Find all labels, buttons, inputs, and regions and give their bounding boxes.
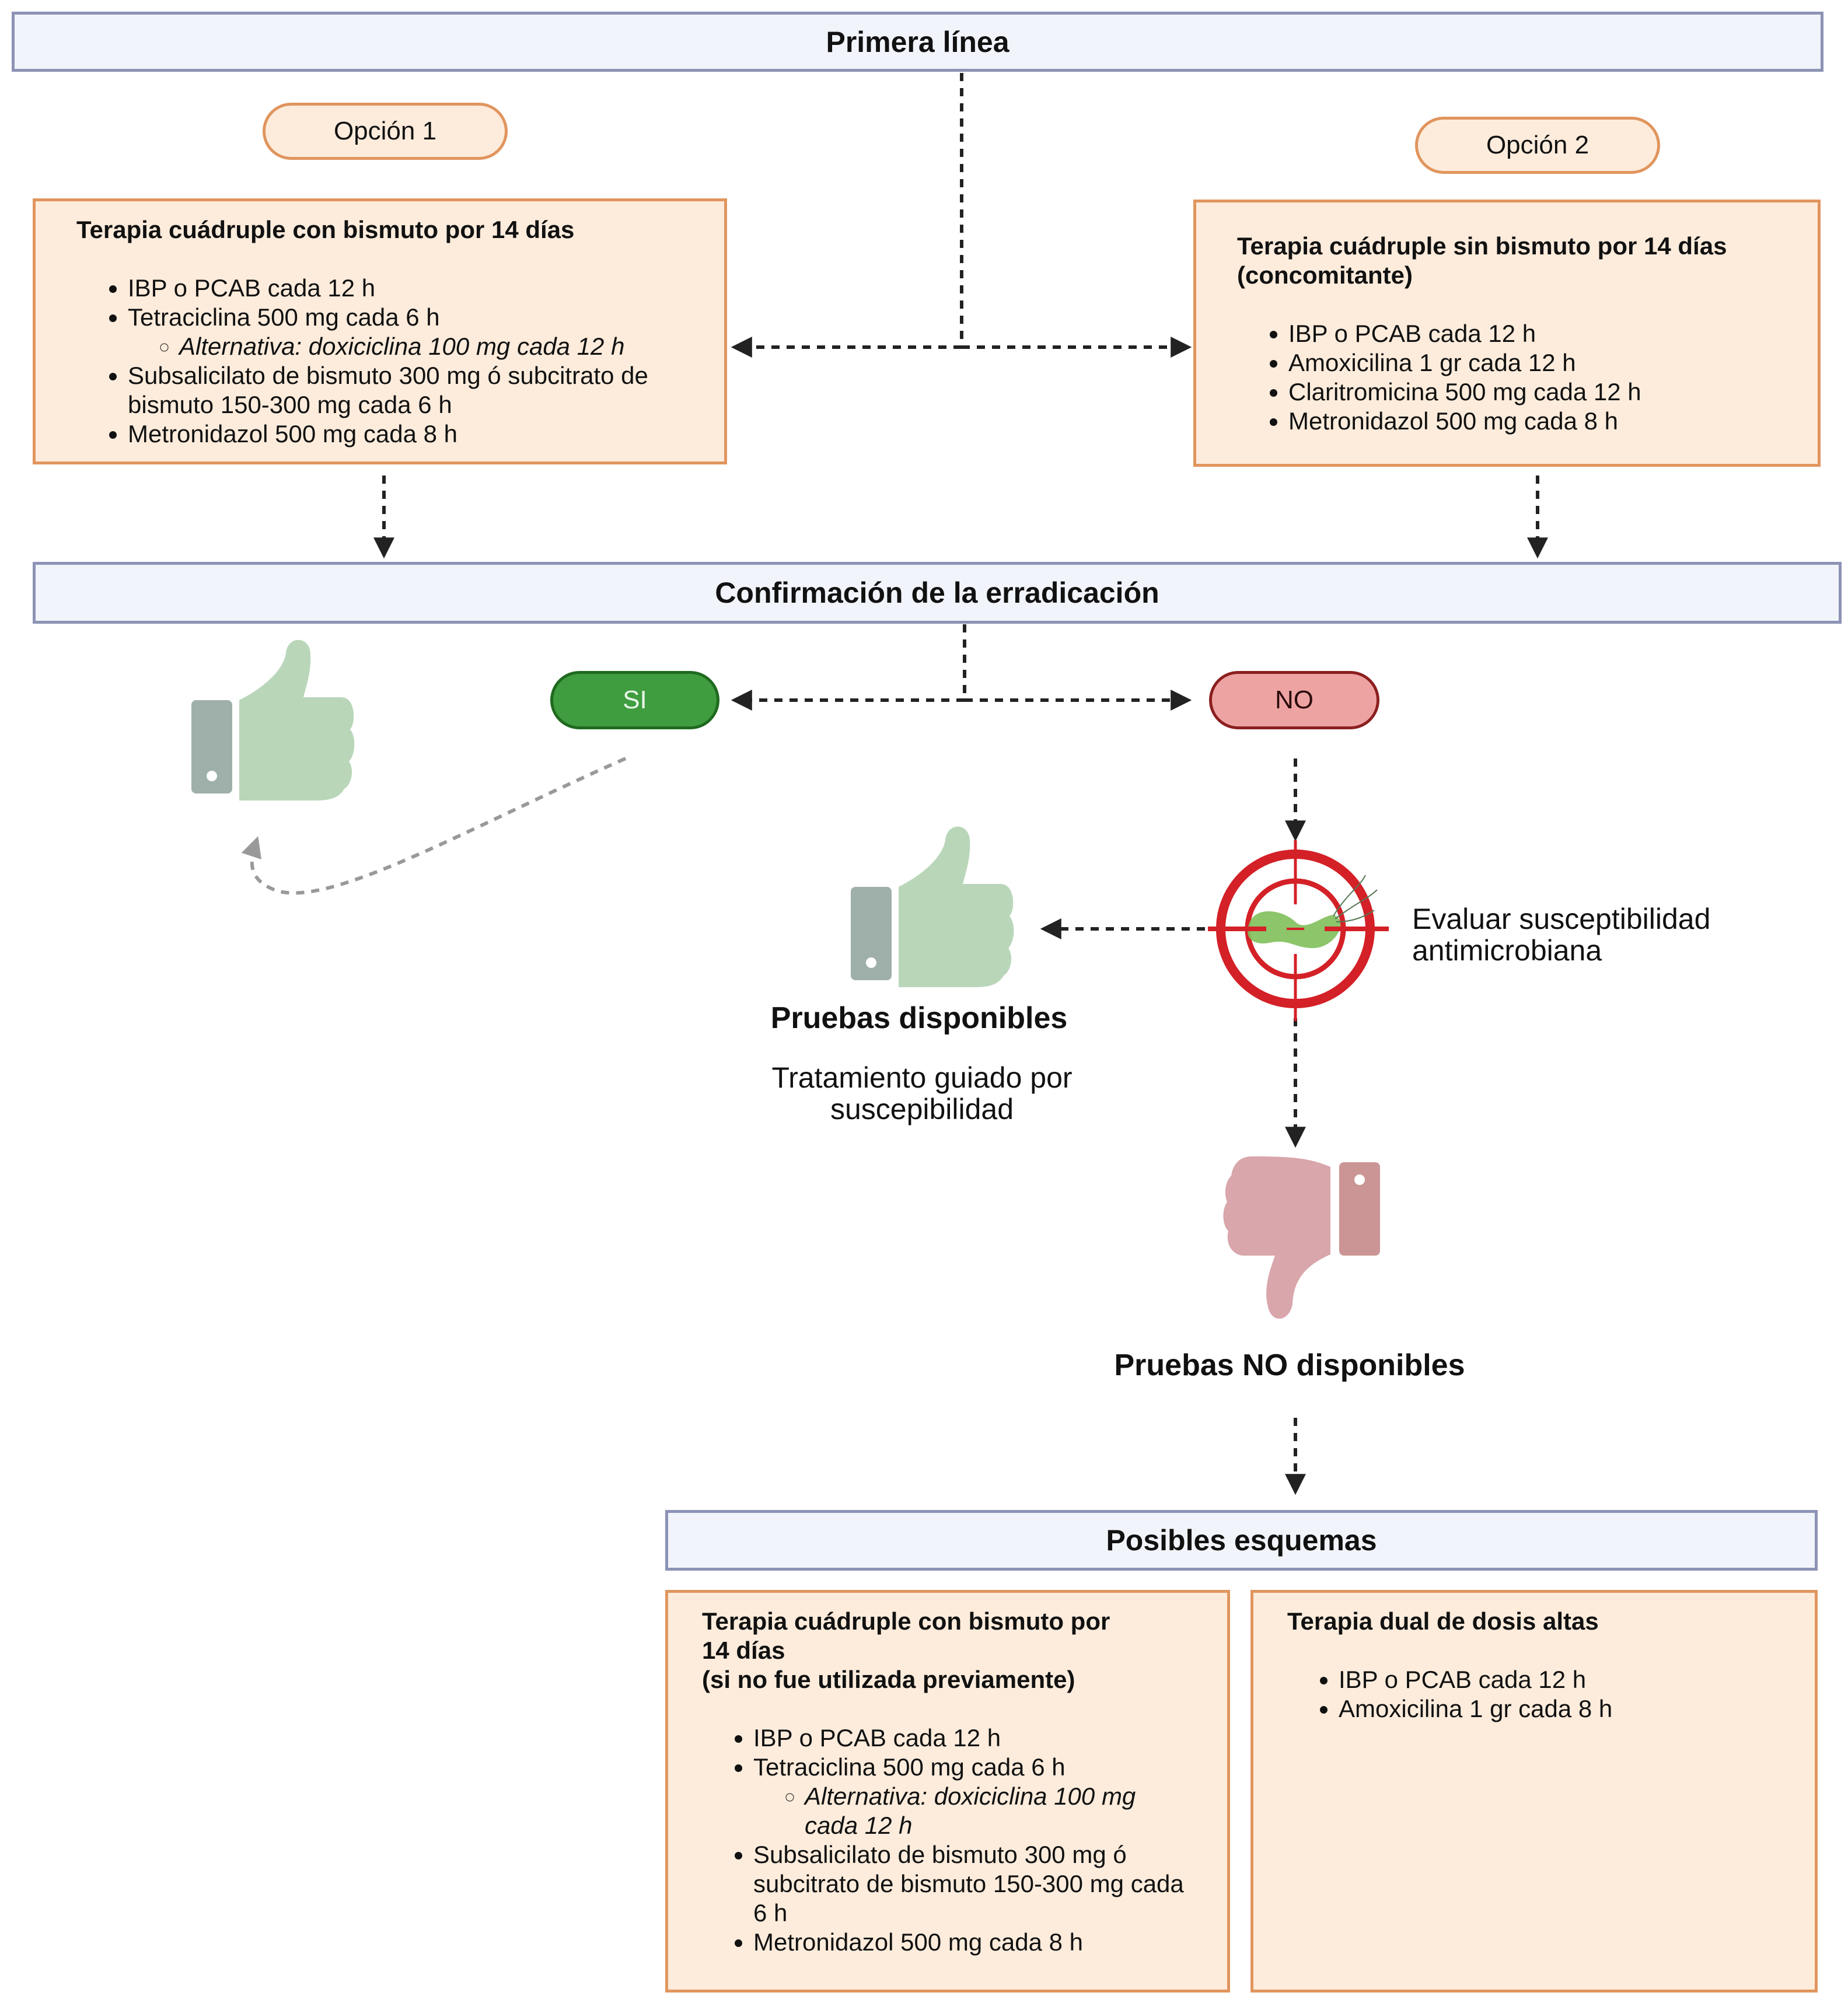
- list-item: Metronidazol 500 mg cada 8 h: [1288, 407, 1777, 436]
- list-item: IBP o PCAB cada 12 h: [753, 1724, 1186, 1753]
- list-item-text: Tetraciclina 500 mg cada 6 h: [128, 303, 440, 331]
- scheme2-list: IBP o PCAB cada 12 h Amoxicilina 1 gr ca…: [1287, 1665, 1774, 1724]
- scheme2-title: Terapia dual de dosis altas: [1287, 1607, 1599, 1635]
- list-sub-item: Alternativa: doxiciclina 100 mg cada 12 …: [179, 332, 683, 361]
- list-item: Metronidazol 500 mg cada 8 h: [753, 1928, 1186, 1957]
- option2-label: Opción 2: [1486, 131, 1590, 159]
- list-item: IBP o PCAB cada 12 h: [128, 274, 683, 303]
- header-possible-schemes-label: Posibles esquemas: [1106, 1524, 1377, 1557]
- header-confirmation: Confirmación de la erradicación: [33, 562, 1842, 624]
- thumbs-up-icon: [191, 639, 355, 800]
- option2-list: IBP o PCAB cada 12 h Amoxicilina 1 gr ca…: [1237, 319, 1777, 436]
- thumbs-up-available-icon: [851, 826, 1014, 987]
- list-item: IBP o PCAB cada 12 h: [1288, 319, 1777, 348]
- list-item-text: Tetraciclina 500 mg cada 6 h: [753, 1753, 1066, 1781]
- susceptibility-label: Evaluar susceptibilidad antimicrobiana: [1412, 903, 1711, 967]
- list-item: IBP o PCAB cada 12 h: [1339, 1665, 1774, 1694]
- yes-pill: SI: [550, 671, 719, 729]
- option1-box: Terapia cuádruple con bismuto por 14 día…: [33, 198, 727, 464]
- tests-available-title: Pruebas disponibles: [770, 1001, 1068, 1035]
- scheme1-subtitle: (si no fue utilizada previamente): [702, 1666, 1075, 1693]
- header-confirmation-label: Confirmación de la erradicación: [715, 576, 1159, 609]
- no-pill: NO: [1209, 671, 1379, 729]
- option1-title: Terapia cuádruple con bismuto por 14 día…: [76, 216, 575, 243]
- list-item: Subsalicilato de bismuto 300 mg ó subcit…: [128, 361, 683, 420]
- scheme1-list: IBP o PCAB cada 12 h Tetraciclina 500 mg…: [702, 1724, 1186, 1957]
- scheme2-box: Terapia dual de dosis altas IBP o PCAB c…: [1250, 1590, 1818, 1992]
- thumbs-down-icon: [1223, 1156, 1380, 1319]
- option1-label: Opción 1: [333, 117, 437, 145]
- header-first-line: Primera línea: [12, 12, 1823, 72]
- list-sub-item: Alternativa: doxiciclina 100 mg cada 12 …: [805, 1782, 1186, 1840]
- list-item: Subsalicilato de bismuto 300 mg ó subcit…: [753, 1840, 1186, 1928]
- header-first-line-label: Primera línea: [826, 25, 1009, 58]
- list-item: Tetraciclina 500 mg cada 6 h Alternativa…: [753, 1753, 1186, 1840]
- tests-available-description: Tratamiento guiado por suscepibilidad: [771, 1061, 1073, 1125]
- list-item: Amoxicilina 1 gr cada 12 h: [1288, 348, 1777, 377]
- list-item: Claritromicina 500 mg cada 12 h: [1288, 377, 1777, 407]
- tests-unavailable-title: Pruebas NO disponibles: [1114, 1348, 1465, 1382]
- option2-box: Terapia cuádruple sin bismuto por 14 día…: [1193, 200, 1821, 467]
- yes-label: SI: [623, 686, 647, 714]
- list-item: Amoxicilina 1 gr cada 8 h: [1339, 1694, 1774, 1724]
- header-possible-schemes: Posibles esquemas: [665, 1510, 1818, 1571]
- option2-pill: Opción 2: [1415, 117, 1660, 174]
- option1-list: IBP o PCAB cada 12 h Tetraciclina 500 mg…: [76, 274, 683, 449]
- list-item: Tetraciclina 500 mg cada 6 h Alternativa…: [128, 303, 683, 361]
- option1-pill: Opción 1: [263, 103, 508, 160]
- no-label: NO: [1275, 686, 1313, 714]
- target-bacteria-icon: [1208, 840, 1389, 1021]
- option2-title: Terapia cuádruple sin bismuto por 14 día…: [1237, 232, 1727, 289]
- scheme1-box: Terapia cuádruple con bismuto por 14 día…: [665, 1590, 1230, 1992]
- list-item: Metronidazol 500 mg cada 8 h: [128, 420, 683, 449]
- connector-si-to-thumb: [241, 757, 627, 895]
- scheme1-title: Terapia cuádruple con bismuto por 14 día…: [702, 1607, 1110, 1664]
